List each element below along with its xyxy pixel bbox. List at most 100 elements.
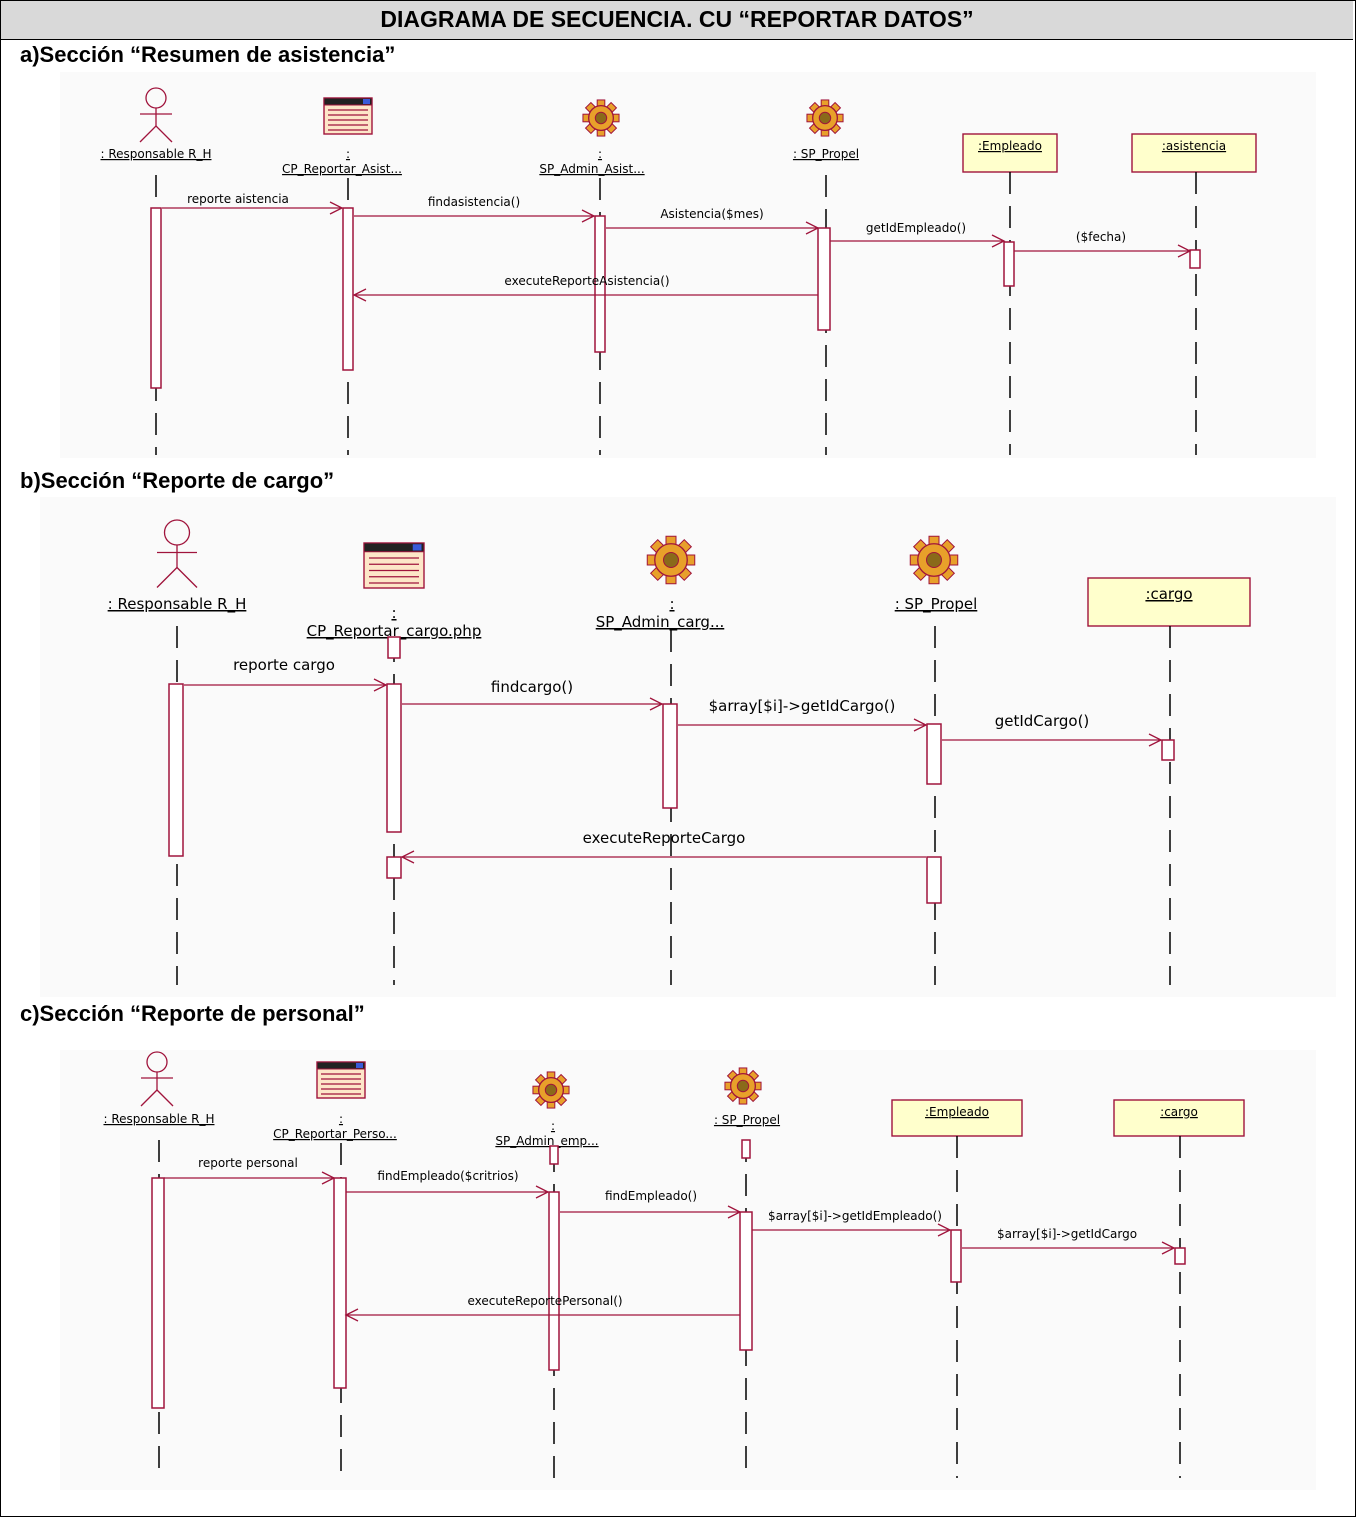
gear-hub — [818, 111, 832, 125]
form-titlebar — [323, 97, 373, 106]
activation-bar — [168, 683, 184, 857]
msg-b-1-head — [373, 678, 388, 692]
activation-bar — [662, 703, 678, 809]
object-cargo-label: :cargo — [1160, 1105, 1198, 1119]
msg-c-4-head — [937, 1223, 952, 1237]
activation-bar — [386, 683, 402, 833]
activation-bar — [1161, 739, 1175, 761]
msg-a-5-label: ($fecha) — [1076, 230, 1126, 244]
msg-c-5-head — [1161, 1241, 1176, 1255]
msg-a-4-label: getIdEmpleado() — [866, 221, 966, 235]
activation-bar — [548, 1191, 560, 1371]
object-cargo — [1113, 1099, 1245, 1137]
form-button — [412, 544, 422, 551]
actor-leg — [156, 567, 178, 588]
msg-c-3-label: findEmpleado() — [605, 1189, 697, 1203]
msg-a-3-head — [805, 221, 820, 235]
msg-c-2-label: findEmpleado($critrios) — [377, 1169, 518, 1183]
msg-b-1-label: reporte cargo — [233, 656, 335, 674]
msg-a-5-head — [1177, 244, 1192, 258]
actor-icon — [156, 519, 198, 588]
msg-b-4-label: getIdCargo() — [995, 712, 1090, 730]
section-b-label: b)Sección “Reporte de cargo” — [20, 468, 335, 493]
control-gear-icon — [724, 1067, 762, 1105]
msg-b-4-head — [1148, 733, 1163, 747]
participant-cp: CP_Reportar_cargo.php — [307, 622, 482, 641]
page-title: DIAGRAMA DE SECUENCIA. CU “REPORTAR DATO… — [380, 6, 974, 32]
msg-c-6-head — [344, 1308, 359, 1322]
actor-leg — [155, 125, 173, 143]
msg-b-2-head — [649, 697, 664, 711]
object-empleado-label: :Empleado — [978, 139, 1042, 153]
actor-head — [145, 87, 167, 109]
gear-hub — [926, 552, 942, 568]
activation-bar — [150, 207, 162, 389]
participant-responsable: : Responsable R_H — [108, 595, 247, 614]
panel-c — [60, 1050, 1316, 1490]
activation-bar — [817, 227, 831, 331]
actor-icon — [140, 1051, 174, 1107]
activation-bar — [387, 636, 401, 659]
msg-a-2-label: findasistencia() — [428, 195, 520, 209]
participant-cp: CP_Reportar_Perso... — [273, 1127, 397, 1141]
msg-b-5-head — [400, 850, 415, 864]
participant-cp: CP_Reportar_Asist... — [282, 162, 402, 176]
activation-bar — [926, 723, 942, 785]
object-empleado — [891, 1099, 1023, 1137]
gear-hub — [544, 1083, 558, 1097]
msg-a-1-head — [329, 201, 344, 215]
msg-a-3-label: Asistencia($mes) — [660, 207, 763, 221]
activation-bar — [926, 856, 942, 904]
msg-c-1-label: reporte personal — [198, 1156, 298, 1170]
form-titlebar — [363, 542, 425, 553]
participant-responsable: : Responsable R_H — [104, 1112, 215, 1126]
participant-sp-admin-colon: : — [598, 147, 602, 161]
actor-head — [163, 519, 191, 546]
control-gear-icon — [532, 1071, 570, 1109]
activation-bar — [741, 1139, 751, 1159]
object-cargo-label: :cargo — [1145, 585, 1192, 603]
participant-cp-colon: : — [391, 604, 396, 622]
form-button — [363, 99, 370, 104]
control-gear-icon — [806, 99, 844, 137]
actor-leg — [176, 567, 198, 588]
actor-leg — [156, 1089, 174, 1107]
actor-icon — [139, 87, 173, 143]
activation-bar — [950, 1229, 962, 1283]
form-button — [356, 1063, 363, 1068]
msg-b-5-label: executeReporteCargo — [583, 829, 746, 847]
msg-a-2-head — [581, 209, 596, 223]
boundary-form-icon — [363, 542, 425, 589]
activation-bar — [549, 1145, 559, 1165]
gear-hub — [594, 111, 608, 125]
activation-bar — [333, 1177, 347, 1389]
gear-hub — [736, 1079, 750, 1093]
control-gear-icon — [909, 535, 959, 585]
object-empleado-label: :Empleado — [925, 1105, 989, 1119]
participant-sp-propel: : SP_Propel — [895, 595, 978, 614]
activation-bar — [594, 215, 606, 353]
activation-bar — [1189, 249, 1201, 269]
panel-a — [60, 72, 1316, 458]
activation-bar — [1174, 1247, 1186, 1265]
section-c-label: c)Sección “Reporte de personal” — [20, 1001, 365, 1026]
participant-cp-colon: : — [339, 1112, 343, 1126]
msg-c-4-label: $array[$i]->getIdEmpleado() — [768, 1209, 942, 1223]
activation-bar — [739, 1211, 753, 1351]
msg-c-2-head — [535, 1185, 550, 1199]
participant-sp-admin: SP_Admin_Asist... — [539, 162, 644, 176]
actor-head — [146, 1051, 168, 1073]
msg-c-3-head — [727, 1205, 742, 1219]
actor-leg — [140, 1089, 158, 1107]
participant-sp-propel: : SP_Propel — [793, 147, 859, 161]
boundary-form-icon — [316, 1061, 366, 1099]
msg-a-6-head — [352, 288, 367, 302]
msg-c-6-label: executeReportePersonal() — [467, 1294, 622, 1308]
participant-sp-admin-colon: : — [669, 595, 674, 613]
participant-sp-propel: : SP_Propel — [714, 1113, 780, 1127]
msg-c-5-label: $array[$i]->getIdCargo — [997, 1227, 1137, 1241]
object-asistencia-label: :asistencia — [1162, 139, 1226, 153]
msg-c-1-head — [321, 1171, 336, 1185]
activation-bar — [151, 1177, 165, 1409]
participant-sp-admin: SP_Admin_carg... — [596, 613, 725, 632]
